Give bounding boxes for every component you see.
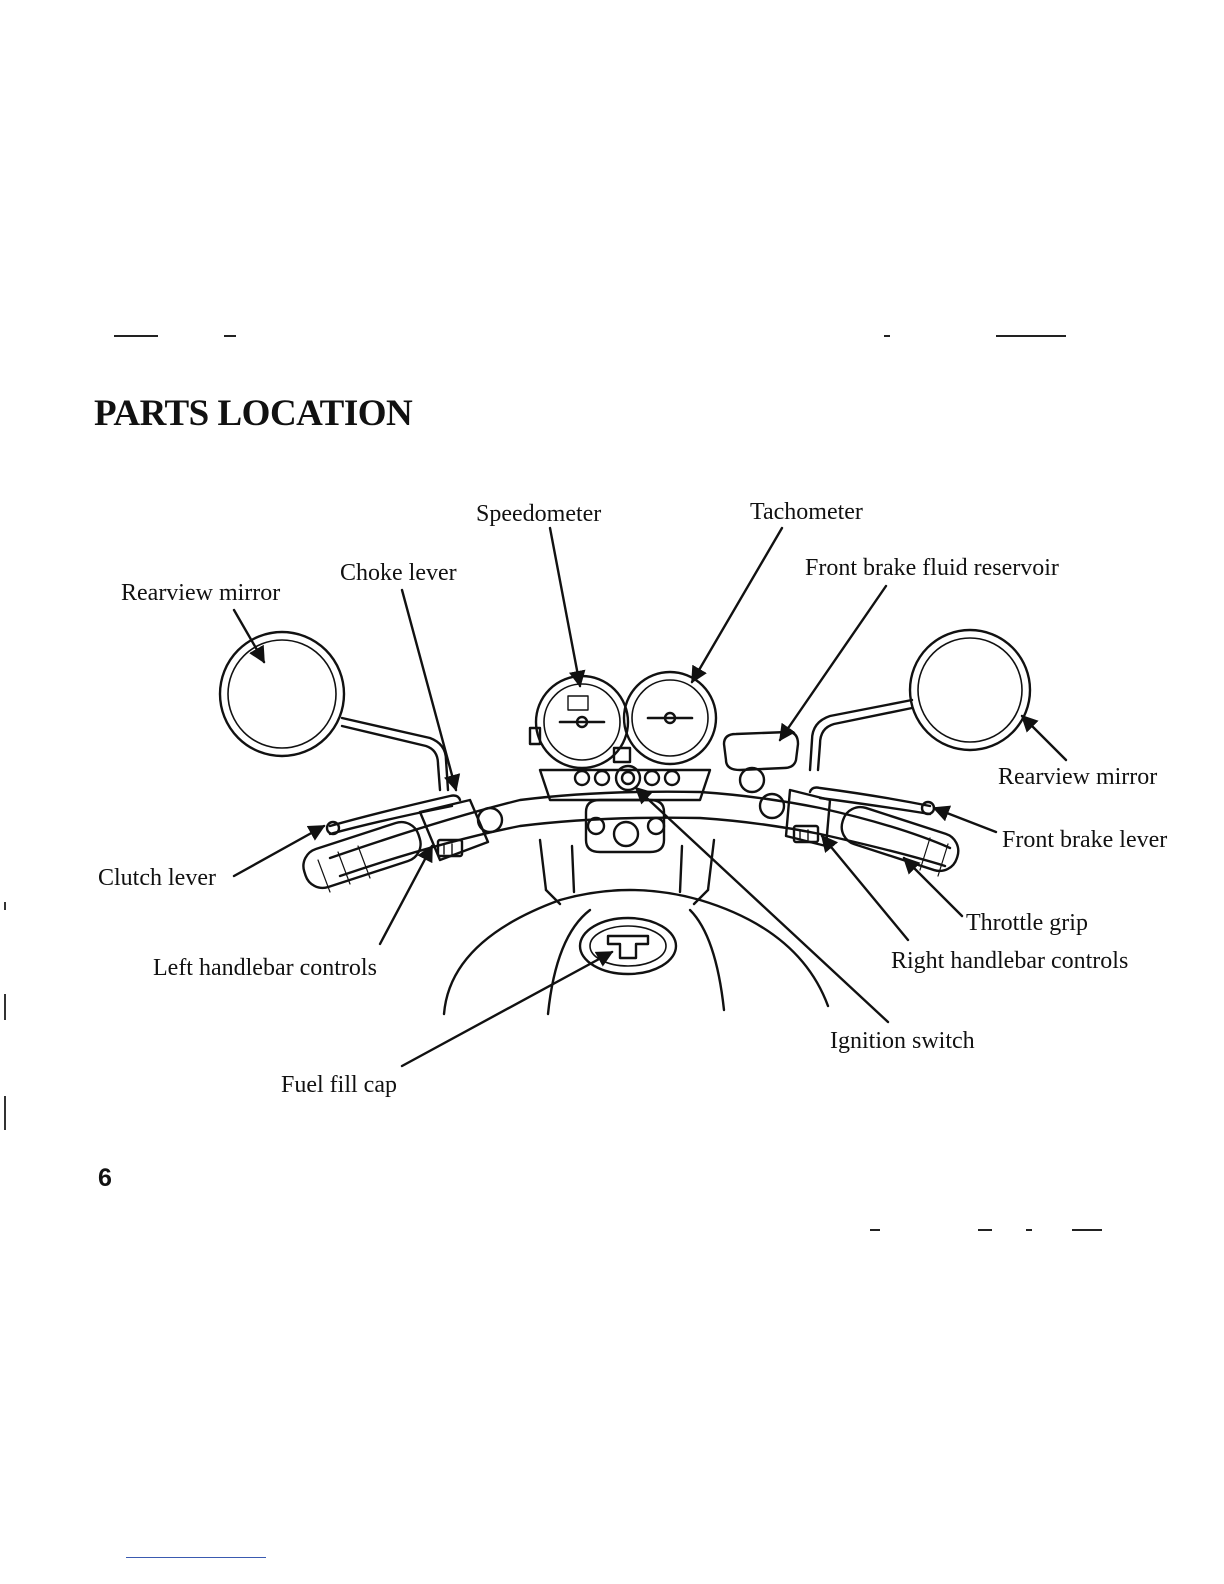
label-clutch-lever: Clutch lever (98, 866, 216, 890)
label-front-brake-lever: Front brake lever (1002, 828, 1167, 852)
fork-drawing (540, 800, 714, 904)
left-mirror-drawing (220, 632, 448, 790)
label-throttle-grip: Throttle grip (966, 911, 1088, 935)
label-rearview-mirror-left: Rearview mirror (121, 581, 280, 605)
right-mirror-drawing (810, 630, 1030, 770)
instrument-cluster-drawing (530, 672, 716, 800)
label-rearview-mirror-right: Rearview mirror (998, 765, 1157, 789)
page-number: 6 (98, 1164, 112, 1193)
label-ignition-switch: Ignition switch (830, 1029, 975, 1053)
label-left-handlebar-controls: Left handlebar controls (153, 956, 377, 980)
label-tachometer: Tachometer (750, 500, 863, 524)
leader-lines (234, 528, 1066, 1066)
label-fuel-fill-cap: Fuel fill cap (281, 1073, 397, 1097)
label-speedometer: Speedometer (476, 502, 601, 526)
label-choke-lever: Choke lever (340, 561, 457, 585)
label-front-brake-fluid-reservoir: Front brake fluid reservoir (805, 556, 1059, 580)
fuel-tank-drawing (444, 890, 828, 1014)
label-right-handlebar-controls: Right handlebar controls (891, 949, 1128, 973)
